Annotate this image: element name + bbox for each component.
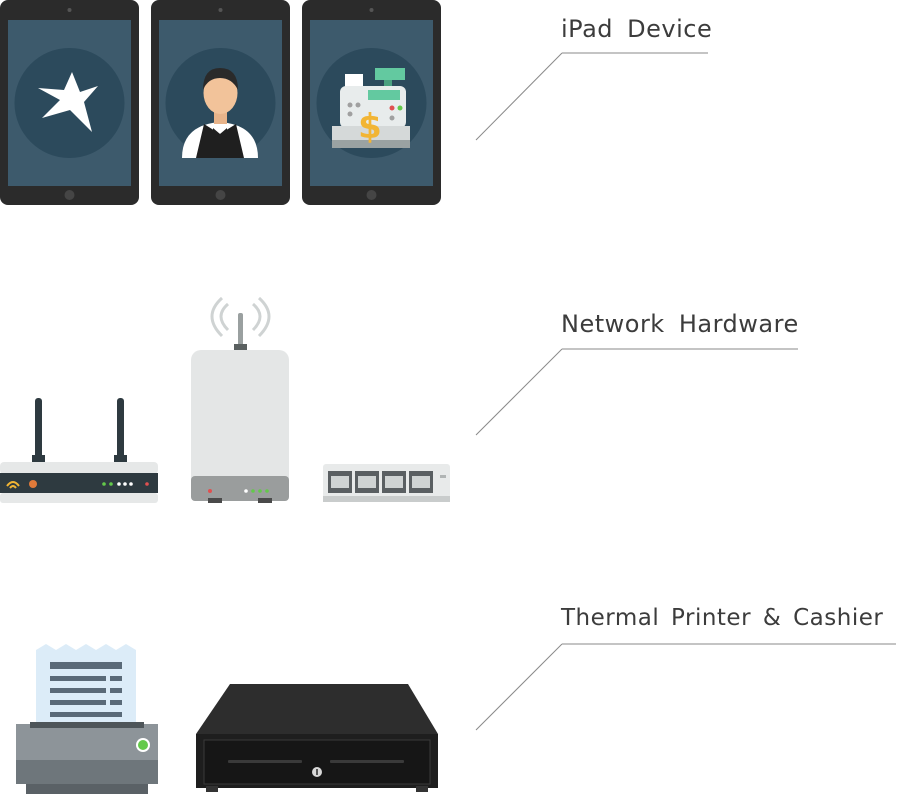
ipad-tablet-1 bbox=[0, 0, 139, 205]
ipad-tablet-2 bbox=[151, 0, 290, 205]
section-title-ipad: iPad Device bbox=[561, 15, 713, 43]
svg-text:$: $ bbox=[358, 107, 382, 147]
cash-register-icon: $ bbox=[332, 68, 410, 148]
router-icon bbox=[0, 398, 158, 503]
waiter-icon bbox=[182, 68, 258, 158]
section-title-network: Network Hardware bbox=[561, 310, 799, 338]
section-title-printer-cashier: Thermal Printer & Cashier bbox=[561, 605, 884, 631]
access-point-icon bbox=[191, 296, 289, 503]
star-logo-icon bbox=[38, 72, 98, 132]
network-switch-icon bbox=[323, 464, 450, 502]
ipad-tablet-3: $ bbox=[302, 0, 441, 205]
cash-drawer-icon bbox=[196, 684, 438, 792]
thermal-printer-icon bbox=[16, 644, 158, 794]
